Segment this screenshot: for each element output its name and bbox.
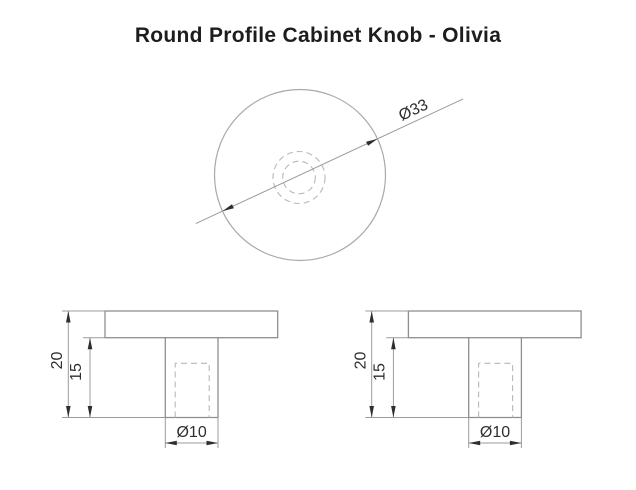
knob-cap-profile [104,310,279,339]
knob-cap-profile [407,310,582,339]
top-view: Ø33 [195,88,464,262]
hole-hidden-circle [282,160,316,195]
screw-hole-hidden-outline [174,362,210,418]
stem-height-label: 15 [68,363,85,381]
overall-height-label: 20 [49,352,66,370]
dimension-arrow-icon [87,406,93,418]
dimension-arrow-icon [66,311,71,323]
stem-hidden-circle [272,150,326,205]
overall-height-label: 20 [352,352,369,370]
knob-outer-circle [213,88,387,262]
side-view: 20 15 Ø10 [352,310,582,448]
front-view: 20 15 Ø10 [49,310,279,448]
dimension-arrow-icon [66,406,71,418]
dimension-arrow-icon [222,204,234,212]
stem-diameter-label: Ø10 [176,424,206,441]
dimension-arrow-icon [468,440,481,446]
dimension-arrow-icon [206,440,218,446]
dimension-arrow-icon [369,406,374,418]
dimension-arrow-icon [366,138,378,146]
stem-diameter-label: Ø10 [480,424,510,441]
diameter-dimension-label: Ø33 [396,96,431,124]
diameter-dimension-line [195,98,464,225]
stem-profile [164,337,219,419]
dimension-arrow-icon [87,337,93,350]
stem-height-label: 15 [371,363,388,381]
dimension-arrow-icon [391,337,396,350]
page-title: Round Profile Cabinet Knob - Olivia [134,24,502,47]
dimension-arrow-icon [391,406,396,418]
dimension-arrow-icon [165,440,177,446]
stem-profile [468,337,523,419]
screw-hole-hidden-outline [478,362,514,418]
dimension-arrow-icon [369,311,374,323]
dimension-arrow-icon [509,440,522,446]
